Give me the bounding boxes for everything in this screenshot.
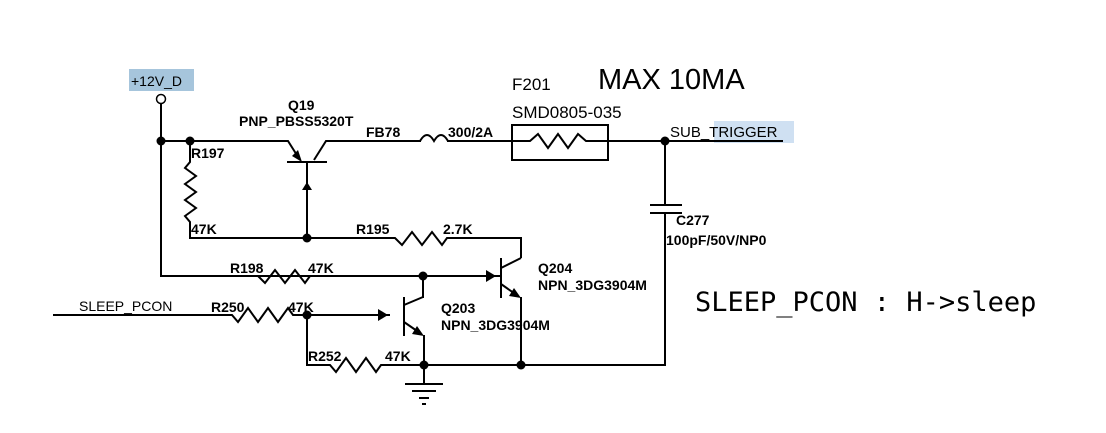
r197-ref: R197 xyxy=(191,145,225,161)
c277-ref: C277 xyxy=(676,212,710,228)
r252-value: 47K xyxy=(385,348,411,364)
q203-ref: Q203 xyxy=(441,300,475,316)
r195-value: 2.7K xyxy=(443,221,473,237)
q19-part: PNP_PBSS5320T xyxy=(239,113,354,129)
ground-icon xyxy=(405,364,443,405)
ferrite-bead-fb78: FB78 300/2A xyxy=(366,124,513,143)
junction-dot xyxy=(156,136,166,146)
fuse-f201: F201 SMD0805-035 xyxy=(511,75,783,161)
q203-part: NPN_3DG3904M xyxy=(441,317,550,333)
logic-note: SLEEP_PCON : H->sleep xyxy=(695,287,1036,318)
transistor-q19: Q19 PNP_PBSS5320T xyxy=(239,97,400,243)
resistor-r252: R252 47K xyxy=(306,315,424,374)
q204-ref: Q204 xyxy=(538,260,572,276)
c277-value: 100pF/50V/NP0 xyxy=(666,232,767,248)
r250-ref: R250 xyxy=(211,299,245,315)
power-terminal: +12V_D xyxy=(131,73,182,105)
r197-value: 47K xyxy=(191,221,217,237)
r198-value: 47K xyxy=(308,260,334,276)
junction-dot xyxy=(516,360,526,370)
resistor-r197: R197 47K xyxy=(183,141,305,239)
transistor-q204: Q204 NPN_3DG3904M xyxy=(486,257,647,366)
capacitor-c277: C277 100pF/50V/NP0 xyxy=(650,140,767,366)
f201-ref: F201 xyxy=(512,75,551,94)
q19-ref: Q19 xyxy=(288,97,315,113)
r198-ref: R198 xyxy=(230,260,264,276)
r195-ref: R195 xyxy=(356,221,390,237)
r252-ref: R252 xyxy=(308,348,342,364)
output-net-label: SUB_TRIGGER xyxy=(670,124,778,141)
power-net-highlight xyxy=(129,69,194,91)
rail-12v-wire xyxy=(160,103,416,277)
output-net-highlight xyxy=(714,121,794,143)
fb78-ref: FB78 xyxy=(366,124,400,140)
power-net-label: +12V_D xyxy=(131,73,182,89)
transistor-q203: Q203 NPN_3DG3904M xyxy=(378,296,550,366)
max-current-note: MAX 10MA xyxy=(598,64,745,96)
f201-part: SMD0805-035 xyxy=(512,103,622,122)
resistor-r198: R198 47K xyxy=(230,260,334,285)
input-net-label: SLEEP_PCON xyxy=(79,298,172,314)
resistor-r195: R195 2.7K xyxy=(305,221,522,258)
resistor-r250: R250 47K xyxy=(211,299,390,324)
power-terminal-circle xyxy=(155,93,167,105)
fb78-value: 300/2A xyxy=(448,124,493,140)
q204-part: NPN_3DG3904M xyxy=(538,277,647,293)
